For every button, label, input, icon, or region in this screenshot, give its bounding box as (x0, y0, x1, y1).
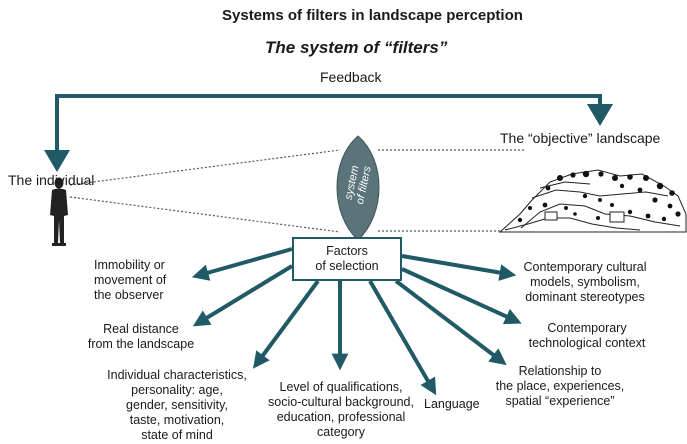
feedback-loop-line (55, 94, 602, 160)
factor-language: Language (424, 397, 480, 411)
factor-distance: Real distance from the landscape (87, 322, 195, 351)
objective-landscape-label: The “objective” landscape (500, 130, 661, 146)
arrow-to-relationship (394, 279, 507, 366)
sight-line-bottom (69, 196, 341, 233)
diagram-title: Systems of filters in landscape percepti… (222, 7, 523, 24)
feedback-arrowhead-left (44, 150, 70, 172)
arrow-to-individual (253, 279, 320, 369)
feedback-arrowhead-right (587, 104, 613, 126)
arrow-to-immobility (191, 247, 293, 281)
landscape-sketch-icon (498, 169, 687, 233)
factors-of-selection-box: Factors of selection (292, 237, 402, 281)
factor-relationship: Relationship to the place, experiences, … (495, 364, 625, 408)
arrow-to-distance (192, 264, 294, 327)
factor-individual: Individual characteristics, personality:… (107, 368, 247, 442)
person-silhouette-icon (50, 177, 68, 246)
sight-line-top (69, 149, 341, 186)
feedback-label: Feedback (320, 69, 382, 85)
factor-technological: Contemporary technological context (528, 321, 646, 350)
arrow-to-language (368, 279, 437, 396)
factor-arrows (191, 247, 522, 396)
arrow-to-cultural (401, 254, 517, 281)
individual-label: The individual (8, 172, 95, 188)
factor-qualifications: Level of qualifications, socio-cultural … (268, 380, 414, 439)
factor-immobility: Immobility or movement of the observer (94, 258, 167, 302)
arrow-to-technological (401, 267, 522, 325)
factor-cultural: Contemporary cultural models, symbolism,… (523, 260, 647, 304)
diagram-subtitle: The system of “filters” (265, 38, 448, 57)
